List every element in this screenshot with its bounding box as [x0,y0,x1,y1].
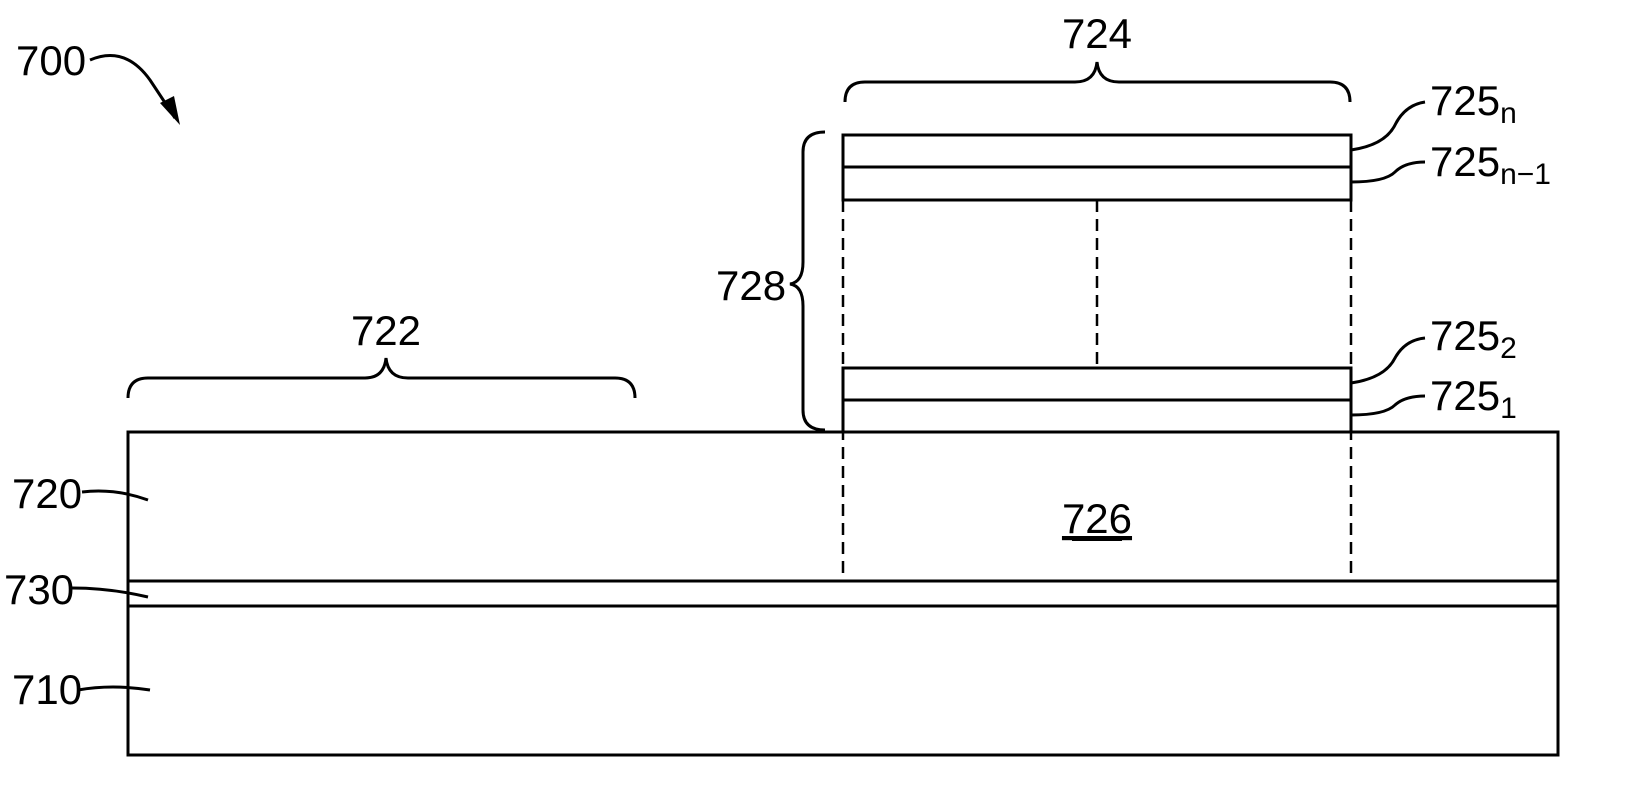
label-725n-1: 725n−1 [1430,138,1551,191]
arrowhead-700 [160,96,180,125]
label-710: 710 [12,666,82,713]
substrate-outline [126,430,1560,757]
label-726: 726 [1062,495,1132,542]
label-720: 720 [12,470,82,517]
leader-7251 [1350,394,1426,417]
label-722: 722 [351,307,421,354]
label-730: 730 [4,566,74,613]
arrow-700 [89,54,177,119]
leader-725n-1 [1350,160,1426,184]
label-700: 700 [16,37,86,84]
label-7252: 7252 [1430,312,1517,365]
brace-728 [789,130,826,432]
leader-725n [1350,100,1426,152]
leader-720 [81,489,149,502]
leader-730 [71,586,149,599]
leader-710 [77,685,151,692]
label-725n: 725n [1430,77,1517,130]
brace-724 [843,61,1352,103]
label-7251: 7251 [1430,372,1517,425]
label-728: 728 [716,262,786,309]
leader-7252 [1350,336,1426,385]
label-724: 724 [1062,10,1132,57]
brace-722 [126,357,637,399]
